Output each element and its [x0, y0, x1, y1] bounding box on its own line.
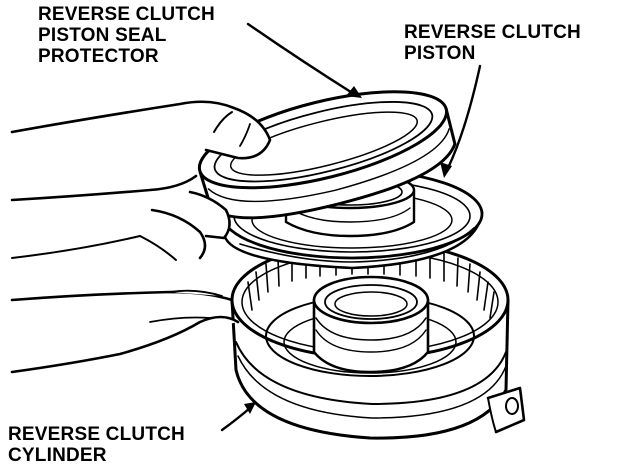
callout-seal-protector: REVERSE CLUTCH PISTON SEAL PROTECTOR	[38, 4, 215, 67]
callout-text: PROTECTOR	[38, 46, 159, 67]
callout-text: REVERSE CLUTCH	[8, 424, 185, 445]
clutch-cylinder-drawing	[230, 240, 526, 440]
callout-arrowheads	[244, 86, 452, 414]
leader-piston	[446, 64, 482, 170]
callout-cylinder: REVERSE CLUTCH CYLINDER	[8, 424, 185, 466]
leader-seal-protector	[246, 22, 356, 96]
callout-text: PISTON	[404, 43, 476, 64]
leader-cylinder	[220, 406, 252, 432]
callout-text: REVERSE CLUTCH	[404, 22, 581, 43]
callout-text: REVERSE CLUTCH	[38, 4, 215, 25]
hands-drawing	[10, 100, 272, 374]
callout-text: PISTON SEAL	[38, 25, 167, 46]
callout-piston: REVERSE CLUTCH PISTON	[404, 22, 581, 64]
callout-text: CYLINDER	[8, 445, 107, 466]
seal-protector-drawing	[197, 90, 457, 220]
